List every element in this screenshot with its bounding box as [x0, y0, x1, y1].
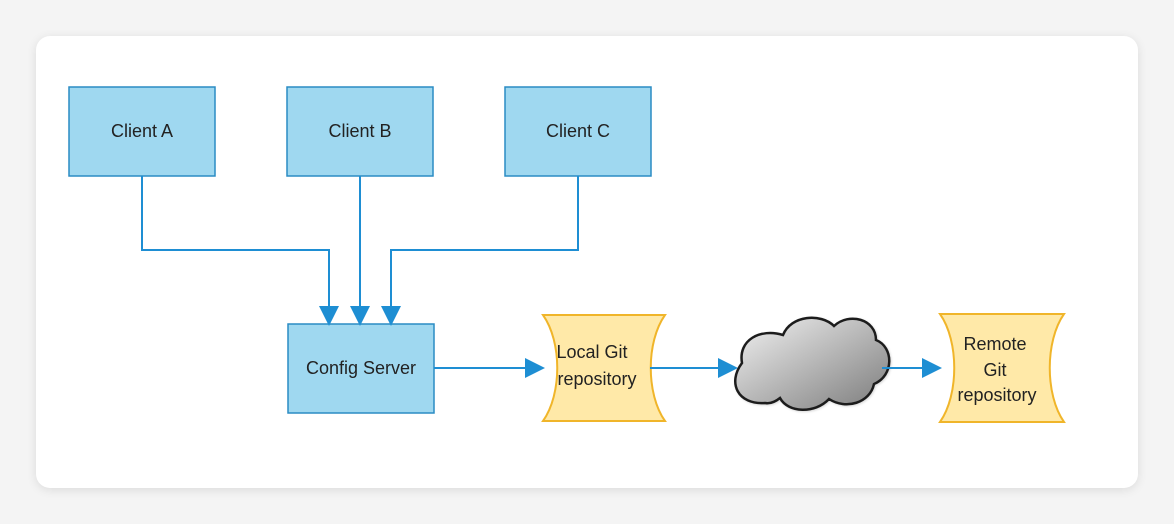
- config-server-label: Config Server: [306, 358, 416, 378]
- client-c-box: Client C: [504, 86, 652, 177]
- client-b-label: Client B: [328, 121, 391, 141]
- remote-git-label-line-2: Git: [983, 360, 1006, 380]
- local-git-label-line-1: Local Git: [556, 342, 627, 362]
- client-a-label: Client A: [111, 121, 173, 141]
- local-git-repository-box: Local Git repository: [541, 314, 667, 422]
- local-git-label-line-2: repository: [557, 369, 636, 389]
- client-a-box: Client A: [68, 86, 216, 177]
- client-b-box: Client B: [286, 86, 434, 177]
- client-a-connector: [141, 176, 339, 326]
- remote-git-label-line-3: repository: [957, 385, 1036, 405]
- client-c-connector: [381, 176, 579, 326]
- cloud-icon: [734, 316, 891, 411]
- remote-git-label-line-1: Remote: [963, 334, 1026, 354]
- client-c-label: Client C: [546, 121, 610, 141]
- remote-git-repository-box: Remote Git repository: [938, 313, 1066, 423]
- config-server-box: Config Server: [287, 323, 435, 414]
